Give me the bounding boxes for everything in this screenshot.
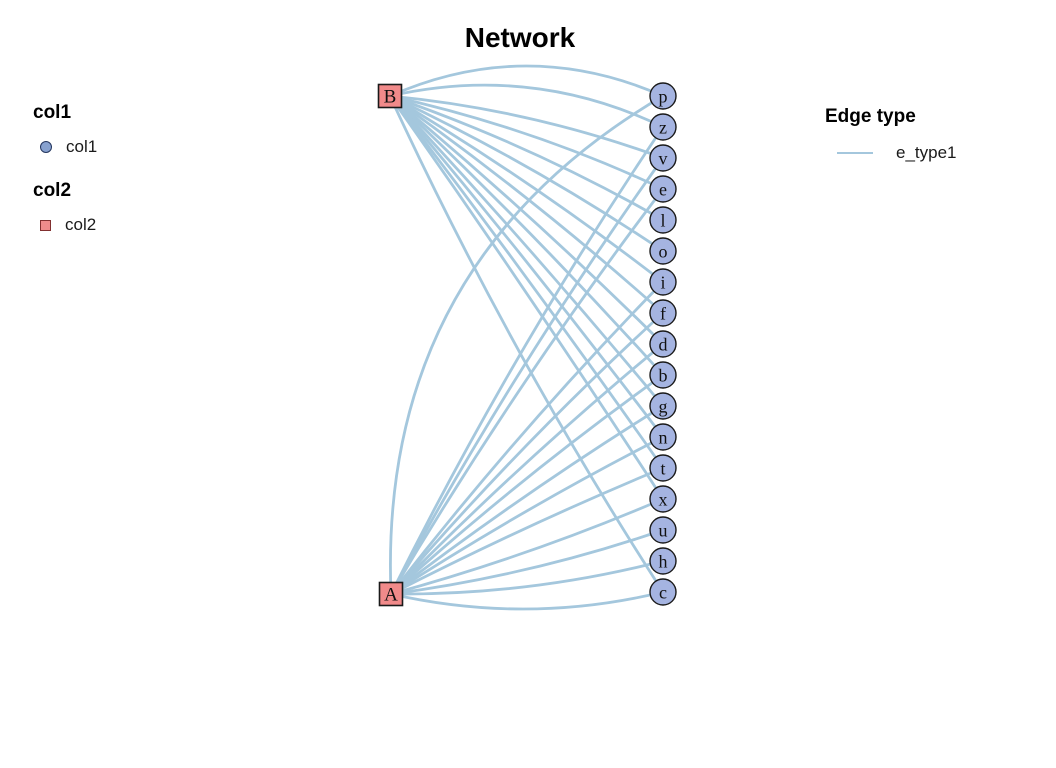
node-l: [649, 206, 677, 234]
edge-A-d: [389, 342, 665, 596]
node-label-A: A: [384, 585, 398, 606]
node-z: [649, 113, 677, 141]
edge-B-e: [388, 94, 665, 191]
edge-A-f: [389, 311, 665, 596]
node-o: [649, 237, 677, 265]
edge-B-x: [388, 94, 665, 501]
node-label-b: b: [659, 365, 668, 385]
node-c: [649, 578, 677, 606]
edge-A-p: [389, 94, 665, 596]
node-label-t: t: [660, 458, 665, 478]
legend-col2-label: col2: [65, 215, 97, 234]
edge-A-i: [389, 280, 665, 596]
node-label-v: v: [659, 148, 668, 168]
edge-B-b: [388, 94, 665, 377]
edge-A-e: [389, 187, 665, 596]
legend-col1-label: col1: [66, 137, 98, 156]
node-t: [649, 454, 677, 482]
plot-title: Network: [464, 22, 576, 53]
node-h: [649, 547, 677, 575]
node-label-o: o: [659, 241, 668, 261]
edge-B-p: [388, 64, 665, 98]
node-A: [378, 581, 404, 607]
node-v: [649, 144, 677, 172]
node-label-f: f: [660, 303, 666, 323]
edge-legend: Edge type e_type1: [825, 106, 1025, 162]
node-label-z: z: [659, 117, 667, 137]
edge-A-u: [389, 528, 665, 596]
edge-A-t: [389, 466, 665, 596]
edge-B-d: [388, 94, 665, 346]
edge-A-x: [389, 497, 665, 596]
node-B: [377, 83, 403, 109]
edge-B-z: [388, 83, 665, 129]
node-e: [649, 175, 677, 203]
node-i: [649, 268, 677, 296]
node-x: [649, 485, 677, 513]
node-label-n: n: [659, 427, 668, 447]
edge-B-c: [388, 94, 665, 594]
edge-B-v: [388, 94, 665, 160]
node-label-e: e: [659, 179, 667, 199]
node-label-l: l: [660, 210, 665, 230]
edge-legend-label: e_type1: [896, 143, 957, 162]
node-p: [649, 82, 677, 110]
circle-marker-icon: [40, 141, 52, 153]
edge-A-c: [389, 590, 665, 611]
square-marker-icon: [40, 219, 51, 231]
node-label-B: B: [384, 87, 397, 108]
node-d: [649, 330, 677, 358]
edge-A-n: [389, 435, 665, 596]
edge-B-l: [388, 94, 665, 222]
node-g: [649, 392, 677, 420]
legend-col2-item: col2: [40, 215, 233, 234]
node-label-h: h: [659, 551, 668, 571]
edge-B-i: [388, 94, 665, 284]
legend-col1-header: col1: [33, 102, 72, 123]
legend-col2-header: col2: [33, 180, 72, 201]
node-u: [649, 516, 677, 544]
node-label-i: i: [660, 272, 665, 292]
node-label-d: d: [659, 334, 668, 354]
edge-A-b: [389, 373, 665, 596]
edge-A-z: [389, 125, 665, 596]
node-label-x: x: [659, 489, 668, 509]
edge-B-t: [388, 94, 665, 470]
edge-B-n: [388, 94, 665, 439]
edge-B-o: [388, 94, 665, 253]
node-b: [649, 361, 677, 389]
edge-A-v: [389, 156, 665, 596]
edge-legend-header: Edge type: [825, 106, 916, 127]
node-label-p: p: [659, 86, 668, 106]
node-label-c: c: [659, 582, 667, 602]
node-label-u: u: [659, 520, 668, 540]
node-f: [649, 299, 677, 327]
legend-col1-item: col1: [40, 137, 233, 156]
edge-line-icon: [837, 152, 873, 154]
node-n: [649, 423, 677, 451]
edge-A-g: [389, 404, 665, 596]
node-label-g: g: [659, 396, 668, 416]
edge-B-g: [388, 94, 665, 408]
edge-A-h: [389, 559, 665, 596]
node-legend: col1 col1 col2 col2: [33, 102, 233, 258]
edge-legend-item: e_type1: [825, 143, 1025, 162]
